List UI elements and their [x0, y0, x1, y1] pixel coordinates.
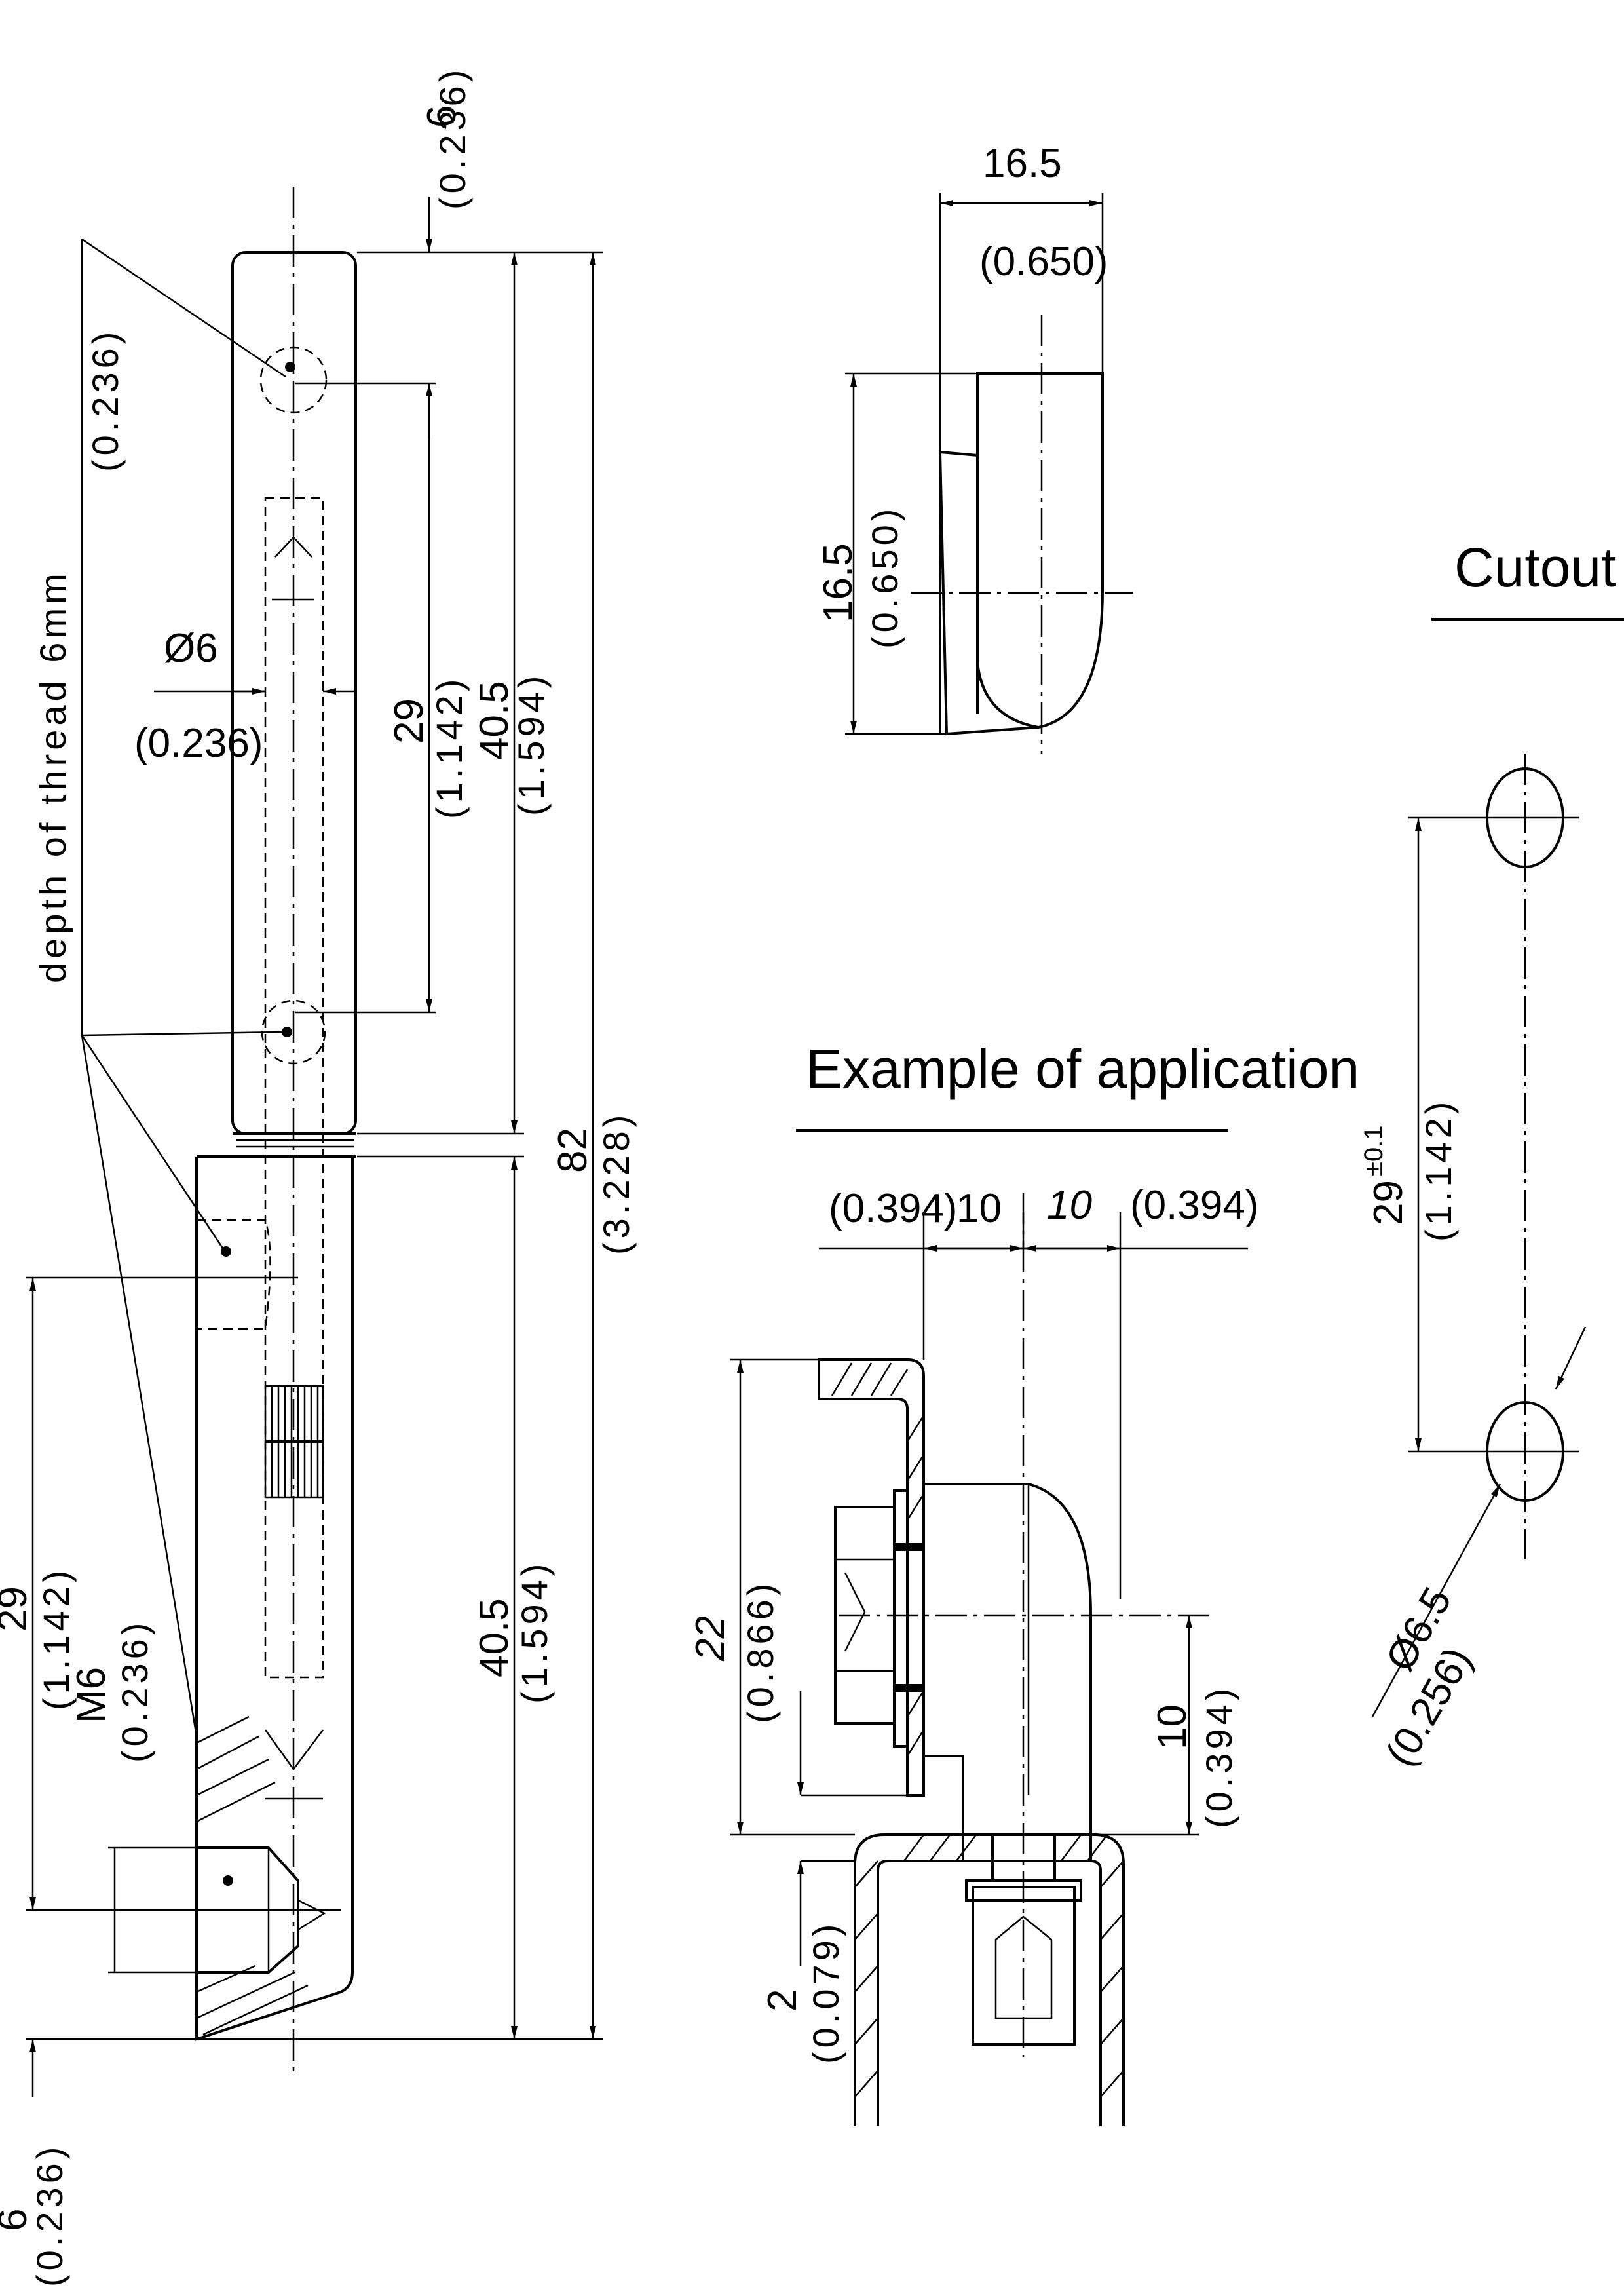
- top-width-inch: (0.650): [979, 239, 1108, 284]
- thread-size: M6: [69, 1667, 114, 1723]
- top-width-mm: 16.5: [983, 141, 1062, 186]
- application-lower-bracket: [854, 1833, 1125, 2126]
- app-left-gap-inch: (0.394): [829, 1186, 957, 1231]
- hinge-side-view: [81, 187, 357, 2077]
- total-length-mm: 82: [550, 1128, 595, 1173]
- application-hinge-body: [922, 1483, 1092, 1862]
- app-right-gap-mm: 10: [1047, 1183, 1092, 1228]
- app-height-mm: 22: [688, 1616, 733, 1662]
- application-view: Example of application: [688, 1038, 1359, 2126]
- cutout-spacing-inch: (1.142): [1418, 1098, 1459, 1242]
- thread-depth-label: depth of thread 6mm: [32, 569, 73, 983]
- top-height-inch: (0.650): [864, 505, 905, 649]
- total-length-inch: (3.228): [595, 1111, 637, 1255]
- top-offset-inch: (0.236): [432, 66, 473, 210]
- lower-length-inch: (1.594): [514, 1560, 555, 1704]
- cutout-spacing-tol: ±0.1: [1359, 1125, 1388, 1176]
- app-thickness-mm: 2: [760, 1989, 805, 2012]
- app-offset-inch: (0.394): [1198, 1685, 1239, 1828]
- upper-length-mm: 40.5: [472, 681, 517, 760]
- app-right-gap-inch: (0.394): [1130, 1183, 1258, 1228]
- hole-spacing-mm: 29: [387, 698, 432, 744]
- cutout-title: Cutout: [1454, 537, 1617, 598]
- threaded-insert: [196, 1715, 326, 2036]
- app-left-gap-mm: 10: [956, 1186, 1002, 1231]
- pin-diameter-mm: Ø6: [164, 626, 218, 671]
- hole-spacing-inch: (1.142): [428, 676, 470, 819]
- main-dimensions: [26, 197, 603, 2097]
- pin-upper-hidden: [264, 497, 324, 1679]
- top-offset-mm: 6: [419, 105, 464, 128]
- bottom-offset-mm: 6: [0, 2209, 35, 2231]
- knurled-section: [264, 1385, 324, 1499]
- main-dimension-texts: depth of thread 6mm (0.236) 6 (0.236) Ø6…: [0, 66, 637, 2287]
- top-view-outline: [938, 372, 1104, 736]
- lower-length-mm: 40.5: [472, 1598, 517, 1677]
- cutout-spacing-mm: 29: [1366, 1180, 1411, 1225]
- lower-leaf: [195, 1157, 354, 2041]
- cutout-view: Cutout 29 ±0.1 (1.142) Ø6.5 (0.256): [1359, 537, 1624, 1774]
- thread-depth-inch: (0.236): [85, 328, 126, 472]
- lower-hole-spacing-inch: (1.142): [35, 1567, 77, 1710]
- app-offset-mm: 10: [1150, 1704, 1195, 1750]
- app-height-inch: (0.866): [740, 1580, 781, 1723]
- pin-diameter-inch: (0.236): [134, 721, 263, 766]
- application-title: Example of application: [806, 1038, 1359, 1100]
- app-thickness-inch: (0.079): [805, 1921, 846, 2064]
- thread-size-inch: (0.236): [114, 1619, 155, 1763]
- top-view: 16.5 (0.650) 16.5 (0.650): [816, 141, 1133, 754]
- lower-hole-spacing-mm: 29: [0, 1586, 35, 1632]
- upper-hole-hidden: [259, 346, 328, 414]
- top-height-mm: 16.5: [816, 543, 861, 622]
- upper-length-inch: (1.594): [510, 672, 552, 816]
- bottom-offset-inch: (0.236): [29, 2143, 70, 2287]
